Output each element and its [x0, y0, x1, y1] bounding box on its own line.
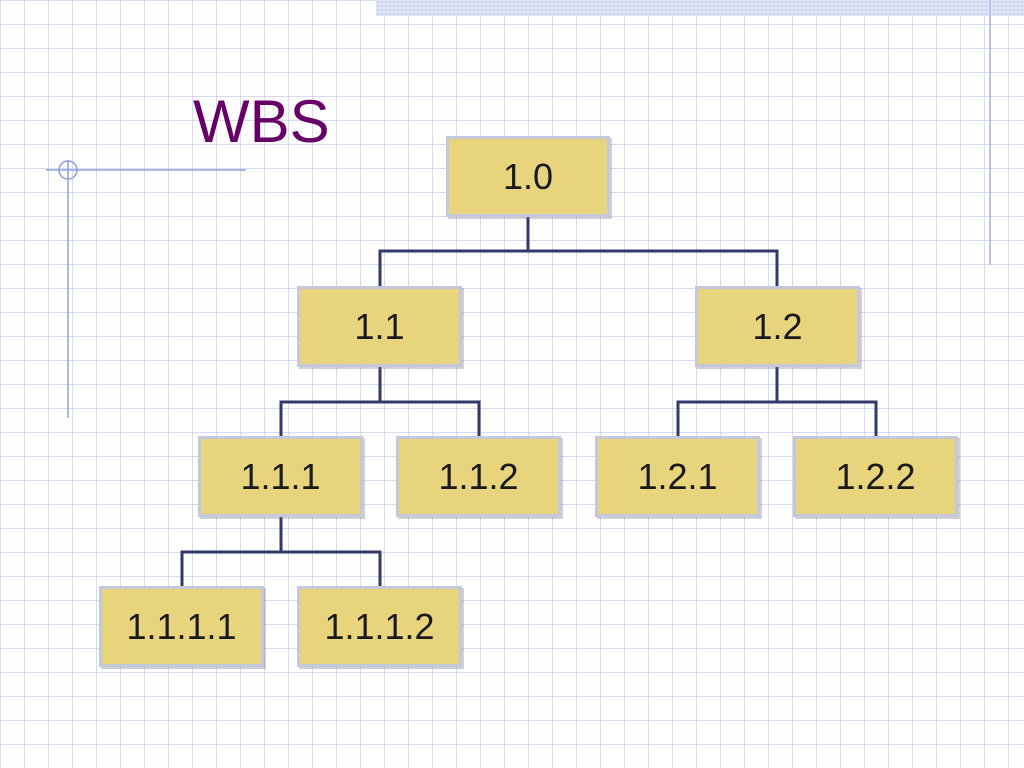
wbs-node-1-1: 1.1	[297, 286, 462, 367]
wbs-node-label: 1.2.1	[637, 455, 718, 497]
wbs-node-label: 1.1.1.2	[324, 605, 435, 647]
wbs-node-label: 1.1.1	[240, 455, 321, 497]
wbs-node-label: 1.1.2	[438, 455, 519, 497]
right-accent-rule	[989, 0, 991, 265]
wbs-node-label: 1.2	[752, 305, 803, 347]
wbs-node-label: 1.0	[502, 155, 554, 197]
connector-1-2-to-1-2-1	[676, 365, 779, 437]
connector-root-to-1-2	[528, 249, 779, 287]
wbs-node-label: 1.1.1.1	[126, 605, 237, 647]
wbs-node-label: 1.2.2	[835, 455, 916, 497]
wbs-node-1-2-2: 1.2.2	[793, 436, 958, 517]
wbs-node-1-1-1: 1.1.1	[198, 436, 363, 517]
wbs-node-1-1-2: 1.1.2	[396, 436, 561, 517]
connector-1-1-to-1-1-2	[380, 400, 481, 437]
wbs-node-label: 1.1	[354, 305, 405, 347]
connector-root-to-1-1	[378, 216, 530, 287]
wbs-node-1-0: 1.0	[446, 136, 610, 217]
wbs-node-1-2-1: 1.2.1	[595, 436, 760, 517]
header-band	[376, 0, 1024, 16]
connector-1-2-to-1-2-2	[777, 400, 878, 437]
connector-1-1-1-to-1-1-1-1	[180, 515, 283, 587]
connector-1-1-to-1-1-1	[279, 365, 382, 437]
wbs-node-1-2: 1.2	[695, 286, 860, 367]
connector-1-1-1-to-1-1-1-2	[281, 550, 382, 587]
ornament-circle-icon	[58, 160, 78, 180]
slide-title: WBS	[193, 88, 330, 155]
wbs-node-1-1-1-2: 1.1.1.2	[297, 586, 462, 667]
wbs-node-1-1-1-1: 1.1.1.1	[99, 586, 264, 667]
